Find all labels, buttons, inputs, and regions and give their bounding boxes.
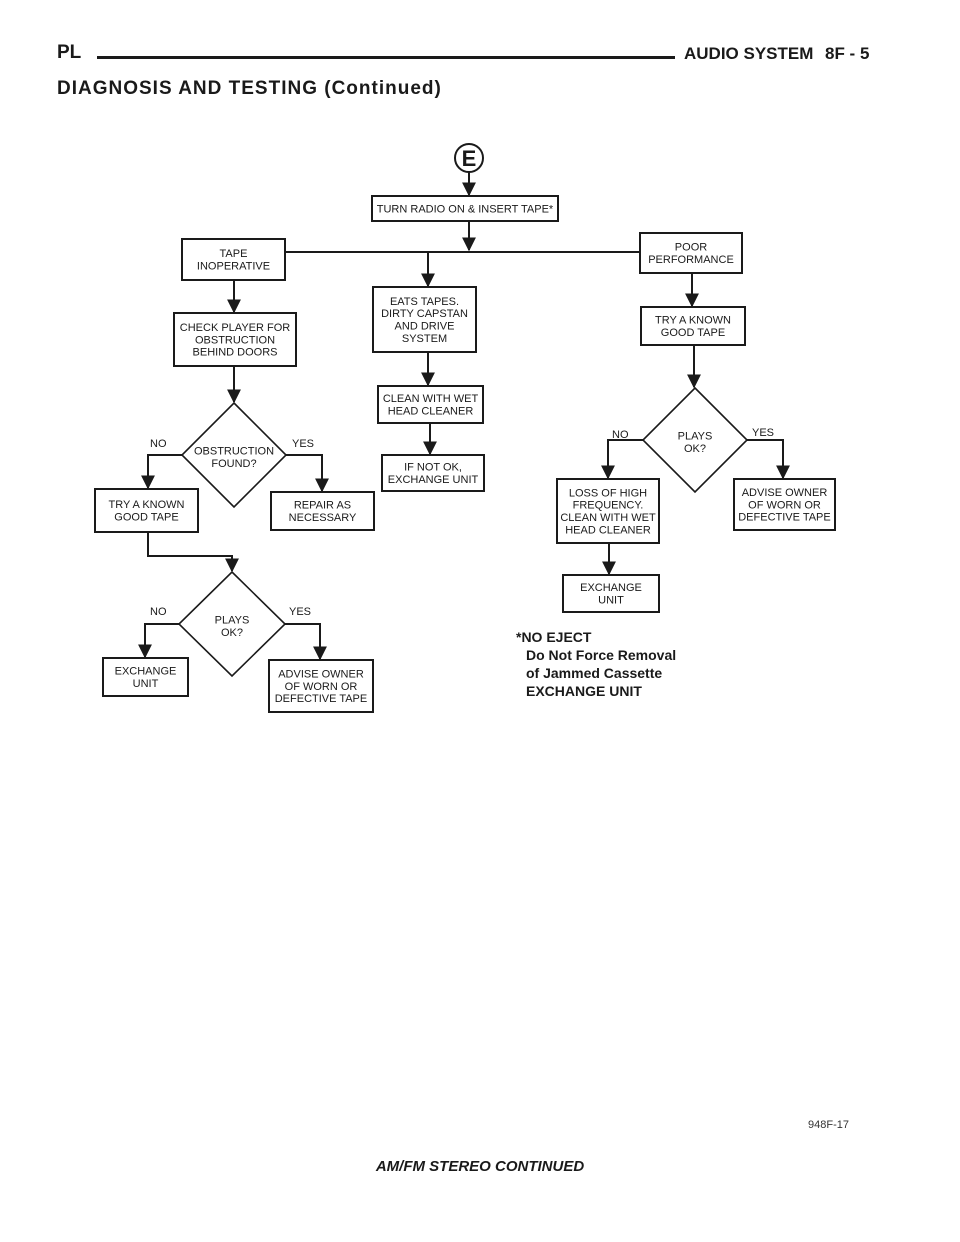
branch-label-no: NO	[150, 606, 167, 618]
decision-obstruction	[180, 401, 288, 509]
connector-line	[147, 532, 239, 573]
box-clean-wet	[377, 385, 484, 424]
box-poor-perf	[639, 232, 743, 274]
box-turn-on	[371, 195, 559, 222]
box-if-not-ok	[381, 454, 485, 492]
connector-line	[285, 623, 327, 661]
header-code: PL	[57, 42, 82, 63]
box-exchange-left	[102, 657, 189, 697]
note-line: EXCHANGE UNIT	[526, 683, 642, 699]
box-check-player	[173, 312, 297, 367]
box-repair	[270, 491, 375, 531]
box-tape-inop	[181, 238, 286, 281]
connector-line	[138, 623, 179, 659]
header-rule	[97, 56, 675, 59]
connector-line	[601, 439, 643, 480]
box-loss-high	[556, 478, 660, 544]
box-label-if-not-ok: IF NOT OK,EXCHANGE UNIT	[388, 462, 479, 486]
branch-label-no: NO	[612, 429, 629, 441]
connector-line	[747, 439, 790, 480]
box-label-turn-on: TURN RADIO ON & INSERT TAPE*	[377, 203, 554, 215]
branch-label-yes: YES	[752, 427, 774, 439]
section-title: DIAGNOSIS AND TESTING (Continued)	[57, 78, 442, 99]
start-label: E	[462, 146, 477, 171]
header-title: AUDIO SYSTEM	[684, 44, 814, 63]
header-page-number: 8F - 5	[825, 44, 870, 63]
branch-label-no: NO	[150, 438, 167, 450]
box-try-known-left	[94, 488, 199, 533]
note-line: of Jammed Cassette	[526, 665, 662, 681]
box-try-known-right	[640, 306, 746, 346]
figure-id: 948F-17	[808, 1119, 849, 1131]
connector-line	[141, 454, 182, 490]
box-eats-tapes	[372, 286, 477, 353]
note-line: *NO EJECT	[516, 629, 592, 645]
branch-label-yes: YES	[292, 438, 314, 450]
box-advise-left	[268, 659, 374, 713]
branch-label-yes: YES	[289, 606, 311, 618]
decision-plays-ok-right	[641, 386, 749, 494]
footer-caption: AM/FM STEREO CONTINUED	[375, 1158, 585, 1175]
box-exchange-right	[562, 574, 660, 613]
note-line: Do Not Force Removal	[526, 647, 676, 663]
decision-plays-ok-left	[177, 570, 287, 678]
connector-line	[286, 454, 329, 493]
box-advise-right	[733, 478, 836, 531]
start-connector-circle	[454, 143, 484, 173]
